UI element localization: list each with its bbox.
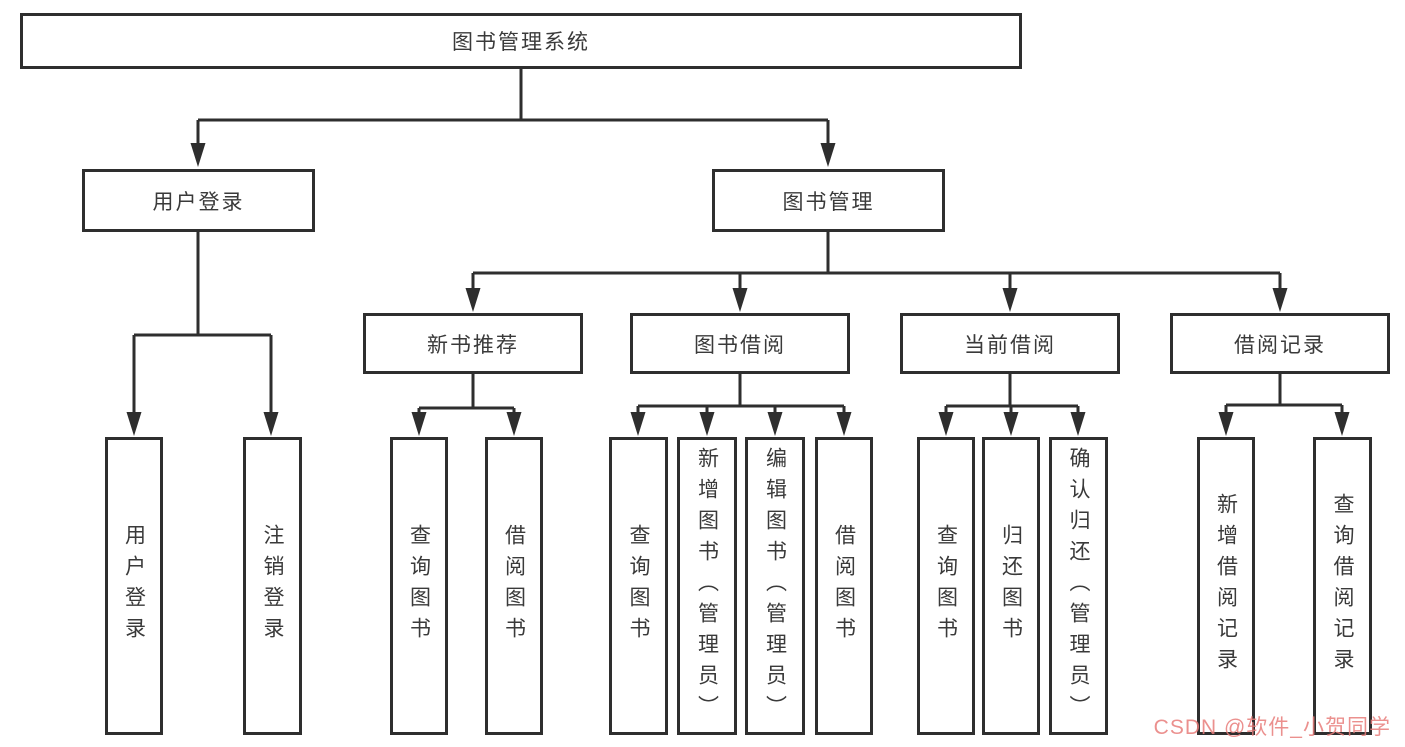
node-label: 查询图书 [934, 524, 958, 648]
node-label: 借阅图书 [832, 524, 856, 648]
leaf-current-query-books: 查询图书 [917, 437, 975, 735]
leaf-records-add-record: 新增借阅记录 [1197, 437, 1255, 735]
node-label: 编辑图书（管理员） [763, 446, 787, 726]
edge-arrowheads [126, 143, 1350, 436]
leaf-records-query-record: 查询借阅记录 [1313, 437, 1372, 735]
node-borrow-records: 借阅记录 [1170, 313, 1390, 374]
edge-lines [132, 67, 1344, 418]
leaf-logout: 注销登录 [243, 437, 302, 735]
node-label: 当前借阅 [964, 333, 1056, 357]
leaf-newbook-query-books: 查询图书 [390, 437, 448, 735]
leaf-newbook-borrow-books: 借阅图书 [485, 437, 543, 735]
node-label: 用户登录 [152, 190, 245, 214]
node-label: 借阅图书 [502, 524, 526, 648]
node-label: 新增图书（管理员） [695, 446, 719, 726]
node-current-borrow: 当前借阅 [900, 313, 1120, 374]
leaf-borrow-borrow-books: 借阅图书 [815, 437, 873, 735]
node-label: 借阅记录 [1234, 333, 1326, 357]
leaf-current-confirm-return-admin: 确认归还（管理员） [1049, 437, 1108, 735]
leaf-borrow-edit-books-admin: 编辑图书（管理员） [745, 437, 805, 735]
node-label: 查询图书 [407, 524, 431, 648]
node-label: 归还图书 [999, 524, 1023, 648]
node-book-management: 图书管理 [712, 169, 945, 232]
leaf-borrow-add-books-admin: 新增图书（管理员） [677, 437, 737, 735]
node-label: 注销登录 [261, 524, 284, 648]
node-library-management-system: 图书管理系统 [20, 13, 1022, 69]
node-label: 新书推荐 [427, 333, 519, 357]
leaf-current-return-books: 归还图书 [982, 437, 1040, 735]
node-book-borrow: 图书借阅 [630, 313, 850, 374]
node-user-login: 用户登录 [82, 169, 315, 232]
node-new-book-recommend: 新书推荐 [363, 313, 583, 374]
leaf-user-login: 用户登录 [105, 437, 163, 735]
node-label: 图书借阅 [694, 333, 786, 357]
node-label: 查询借阅记录 [1331, 493, 1354, 679]
watermark: CSDN @软件_小贺同学 [1153, 716, 1391, 739]
node-label: 图书管理系统 [452, 31, 590, 54]
leaf-borrow-query-books: 查询图书 [609, 437, 668, 735]
node-label: 新增借阅记录 [1214, 493, 1238, 679]
node-label: 确认归还（管理员） [1067, 446, 1090, 726]
node-label: 用户登录 [122, 524, 146, 648]
node-label: 图书管理 [782, 190, 875, 214]
node-label: 查询图书 [627, 524, 650, 648]
